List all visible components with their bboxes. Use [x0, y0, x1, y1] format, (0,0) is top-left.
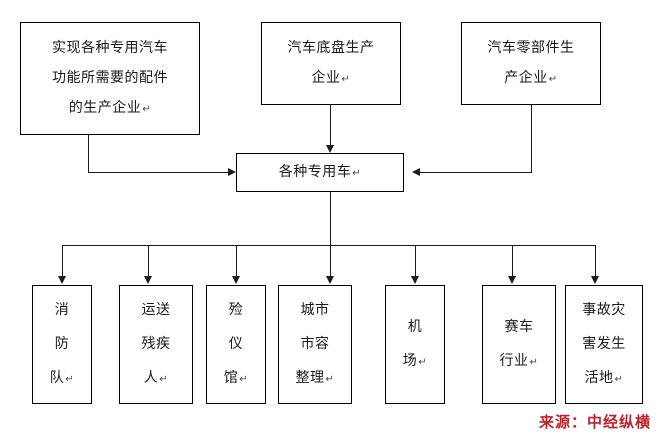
node-text-line: 实现各种专用汽车	[52, 39, 168, 56]
connector-components-to-center-vertical	[531, 105, 532, 173]
node-text-line: 仪	[228, 335, 244, 352]
node-disaster-sites[interactable]: 事故灾 害发生 活地↵	[565, 285, 643, 404]
carriage-return-mark: ↵	[325, 373, 335, 385]
node-text-line: 队↵	[49, 369, 75, 386]
node-text-line: 行业↵	[499, 352, 539, 369]
arrowhead-parts-to-center	[228, 168, 236, 176]
arrowhead-chassis-to-center	[326, 145, 334, 153]
connector-center-to-bus	[330, 192, 331, 245]
connector-bus-to-fire-brigade	[62, 245, 63, 277]
carriage-return-mark: ↵	[352, 167, 362, 179]
node-text-line: 汽车零部件生	[487, 39, 575, 56]
node-text-line: 机	[407, 318, 423, 335]
arrowhead-fire-brigade	[58, 276, 66, 284]
node-parts-manufacturers[interactable]: 实现各种专用汽车 功能所需要的配件 的生产企业↵	[20, 22, 200, 135]
node-text-line: 赛车	[504, 318, 534, 335]
node-text-line: 各种专用车↵	[278, 163, 362, 180]
node-text-line: 企业↵	[311, 69, 351, 86]
connector-chassis-to-center-vertical	[330, 105, 331, 146]
connector-bus-to-airport	[415, 245, 416, 277]
connector-parts-to-center-vertical	[88, 135, 89, 173]
node-text-line: 事故灾	[582, 301, 626, 318]
node-racing-industry[interactable]: 赛车 行业↵	[482, 285, 556, 404]
node-text-line: 残疾	[141, 335, 171, 352]
node-text-line: 市容	[300, 335, 330, 352]
arrowhead-components-to-center	[412, 168, 420, 176]
node-text-line: 害发生	[582, 335, 626, 352]
node-fire-brigade[interactable]: 消 防 队↵	[32, 285, 92, 404]
node-text-line: 运送	[141, 301, 171, 318]
arrowhead-disaster-sites	[591, 276, 599, 284]
carriage-return-mark: ↵	[142, 103, 152, 115]
arrowhead-airport	[411, 276, 419, 284]
node-funeral-home[interactable]: 殓 仪 馆↵	[206, 285, 266, 404]
carriage-return-mark: ↵	[614, 373, 624, 385]
node-text-line: 消	[54, 301, 70, 318]
connector-bus-to-racing-industry	[512, 245, 513, 277]
arrowhead-funeral-home	[232, 276, 240, 284]
node-disabled-transport[interactable]: 运送 残疾 人↵	[119, 285, 193, 404]
node-text-line: 汽车底盘生产	[287, 39, 375, 56]
node-text-line: 的生产企业↵	[68, 99, 152, 116]
carriage-return-mark: ↵	[65, 373, 75, 385]
arrowhead-racing-industry	[508, 276, 516, 284]
node-chassis-manufacturers[interactable]: 汽车底盘生产 企业↵	[261, 22, 401, 105]
carriage-return-mark: ↵	[529, 356, 539, 368]
connector-parts-to-center-horizontal	[88, 172, 229, 173]
carriage-return-mark: ↵	[548, 73, 558, 85]
connector-bus-to-disaster-sites	[595, 245, 596, 277]
carriage-return-mark: ↵	[341, 73, 351, 85]
node-text-line: 功能所需要的配件	[52, 69, 168, 86]
node-text-line: 城市	[300, 301, 330, 318]
node-special-vehicles[interactable]: 各种专用车↵	[236, 153, 404, 192]
connector-bus-to-funeral-home	[236, 245, 237, 277]
carriage-return-mark: ↵	[239, 373, 249, 385]
distribution-bus-bar	[62, 245, 595, 246]
connector-components-to-center-horizontal	[420, 172, 531, 173]
node-city-appearance[interactable]: 城市 市容 整理↵	[278, 285, 352, 404]
node-text-line: 防	[54, 335, 70, 352]
node-text-line: 人↵	[143, 369, 169, 386]
connector-bus-to-disabled-transport	[148, 245, 149, 277]
source-note: 来源：中经纵横	[538, 413, 651, 431]
carriage-return-mark: ↵	[159, 373, 169, 385]
arrowhead-city-appearance	[326, 276, 334, 284]
arrowhead-disabled-transport	[144, 276, 152, 284]
node-text-line: 馆↵	[223, 369, 249, 386]
connector-bus-to-city-appearance	[330, 245, 331, 277]
node-components-manufacturers[interactable]: 汽车零部件生 产企业↵	[461, 22, 601, 105]
carriage-return-mark: ↵	[418, 356, 428, 368]
node-airport[interactable]: 机 场↵	[385, 285, 445, 404]
node-text-line: 殓	[228, 301, 244, 318]
node-text-line: 产企业↵	[504, 69, 558, 86]
node-text-line: 整理↵	[295, 369, 335, 386]
node-text-line: 场↵	[402, 352, 428, 369]
node-text-line: 活地↵	[584, 369, 624, 386]
